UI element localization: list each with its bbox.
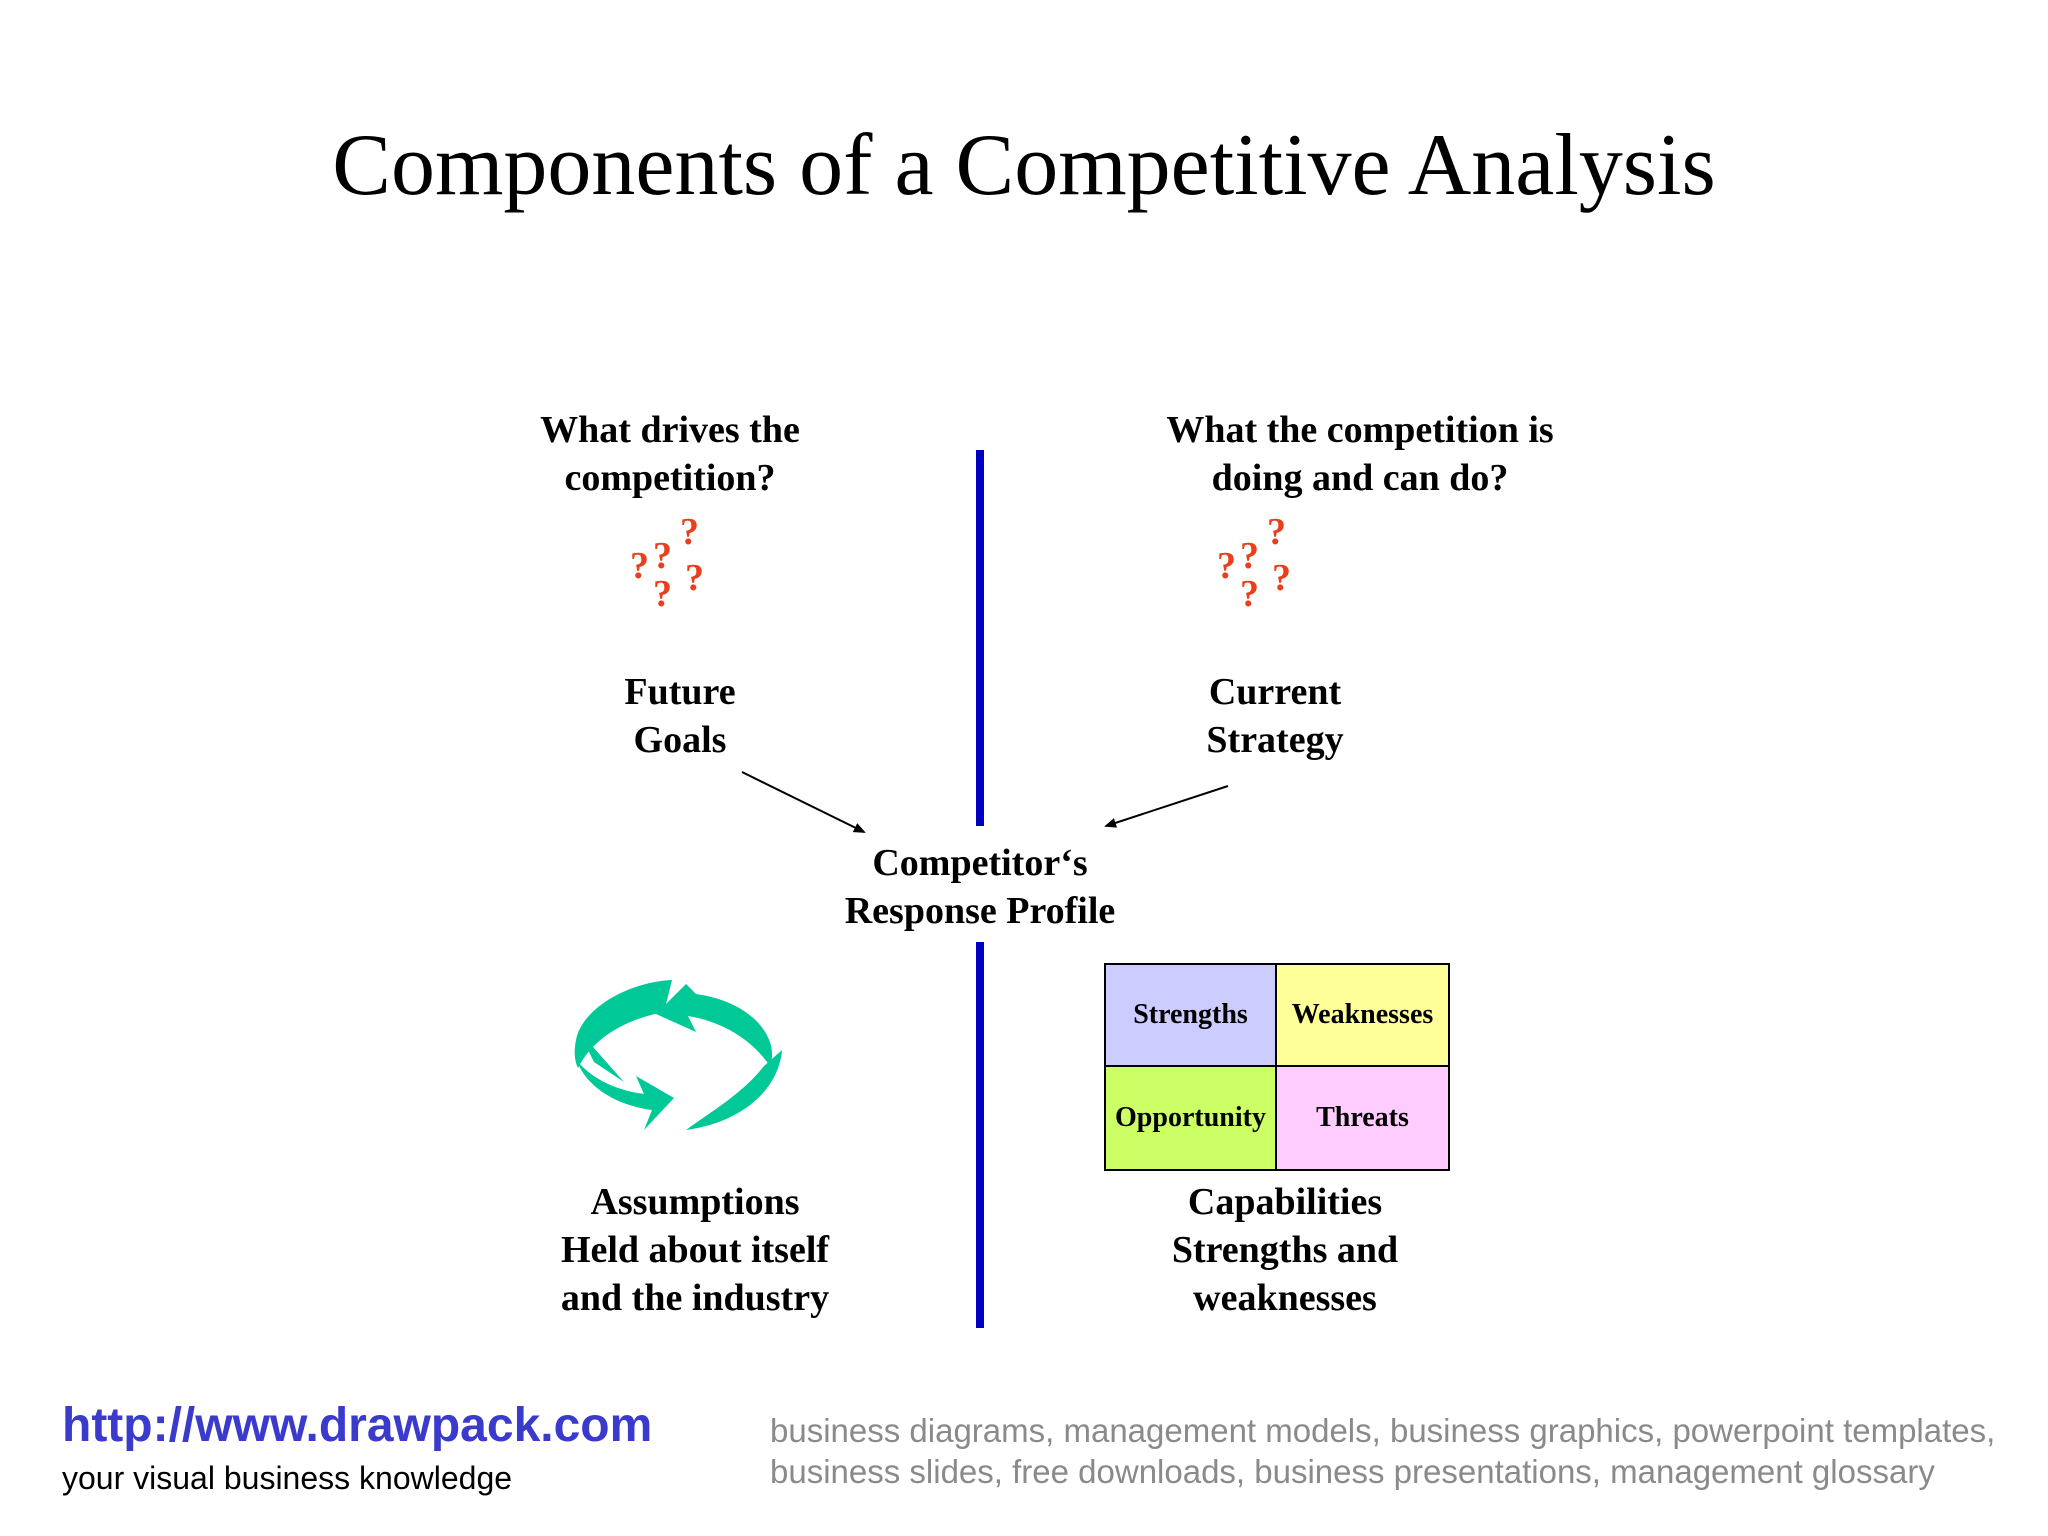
current-strategy-question: What the competition is doing and can do… (1110, 406, 1610, 502)
divider-bottom (976, 942, 984, 1328)
label-line: Goals (633, 719, 727, 761)
arrow-from-future-goals (741, 771, 866, 833)
footer-keywords: business diagrams, management models, bu… (770, 1412, 1996, 1490)
assumptions-label: Assumptions Held about itself and the in… (530, 1178, 860, 1322)
label-line: Current (1208, 671, 1342, 713)
arrow-from-current-strategy (1104, 785, 1229, 828)
question-marks-icon-left: ? ? ? ? ? (625, 510, 725, 620)
swot-strengths: Strengths (1106, 965, 1277, 1067)
question-mark: ? (653, 535, 672, 577)
capabilities-label: Capabilities Strengths and weaknesses (1120, 1178, 1450, 1322)
question-marks-icon-right: ? ? ? ? ? (1212, 510, 1312, 620)
label-line: Response Profile (844, 890, 1116, 932)
question-mark: ? (653, 573, 672, 615)
current-strategy-label: Current Strategy (1150, 668, 1400, 764)
cycle-arrows-icon (574, 980, 782, 1130)
question-line: What the competition is (1166, 409, 1554, 451)
label-line: Capabilities (1187, 1181, 1383, 1223)
label-line: Held about itself (560, 1229, 830, 1271)
swot-opportunity: Opportunity (1106, 1067, 1277, 1169)
question-line: What drives the (540, 409, 800, 451)
label-line: Future (624, 671, 736, 713)
label-line: Assumptions (590, 1181, 800, 1223)
question-mark: ? (1240, 535, 1259, 577)
question-mark: ? (680, 511, 699, 553)
swot-threats: Threats (1277, 1067, 1448, 1169)
question-line: competition? (564, 457, 776, 499)
label-line: Strengths and (1171, 1229, 1399, 1271)
response-profile-label: Competitor‘s Response Profile (780, 839, 1180, 935)
question-mark: ? (630, 545, 649, 587)
question-line: doing and can do? (1211, 457, 1509, 499)
label-line: Competitor‘s (872, 842, 1088, 884)
question-mark: ? (1272, 557, 1291, 599)
label-line: weaknesses (1193, 1277, 1377, 1319)
label-line: Strategy (1206, 719, 1344, 761)
label-line: and the industry (560, 1277, 830, 1319)
question-mark: ? (1240, 573, 1259, 615)
footer-url-link[interactable]: http://www.drawpack.com (62, 1399, 653, 1452)
footer-tagline: your visual business knowledge (62, 1460, 513, 1496)
question-mark: ? (1267, 511, 1286, 553)
swot-weaknesses: Weaknesses (1277, 965, 1448, 1067)
page-title: Components of a Competitive Analysis (332, 117, 1716, 214)
swot-grid: Strengths Weaknesses Opportunity Threats (1104, 963, 1450, 1171)
future-goals-question: What drives the competition? (480, 406, 860, 502)
divider-top (976, 450, 984, 826)
future-goals-label: Future Goals (560, 668, 800, 764)
question-mark: ? (1217, 545, 1236, 587)
question-mark: ? (685, 557, 704, 599)
